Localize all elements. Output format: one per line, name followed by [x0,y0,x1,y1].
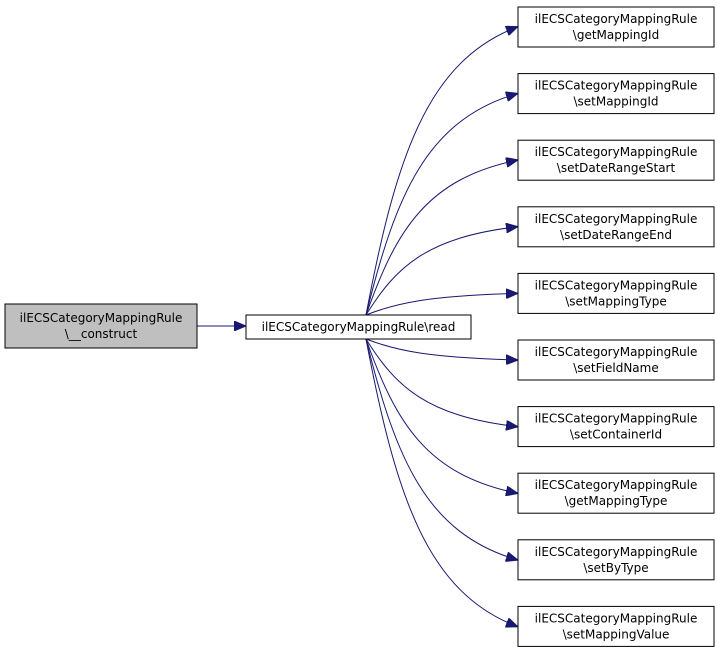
edge-read-to-setContainerId [365,338,517,427]
node-label-line: \setContainerId [570,428,662,442]
edge-read-to-setFieldName [365,338,517,360]
node-label-line: ilECSCategoryMappingRule [535,79,698,93]
node-label-line: \__construct [65,327,138,341]
node-setMappingType[interactable]: ilECSCategoryMappingRule \setMappingType [517,272,715,314]
node-label-line: ilECSCategoryMappingRule [535,12,698,26]
node-box [517,272,715,314]
node-label-line: \setMappingId [573,95,658,109]
node-setFieldName[interactable]: ilECSCategoryMappingRule \setFieldName [517,339,715,381]
node-setMappingId[interactable]: ilECSCategoryMappingRule \setMappingId [517,73,715,115]
node-label-line: ilECSCategoryMappingRule [535,278,698,292]
node-getMappingType[interactable]: ilECSCategoryMappingRule \getMappingType [517,472,715,514]
edge-read-to-setMappingId [365,94,517,316]
node-box [517,6,715,48]
node-label-line: ilECSCategoryMappingRule [535,478,698,492]
edge-read-to-getMappingId [365,27,517,316]
node-box [517,605,715,647]
node-label-line: ilECSCategoryMappingRule [535,611,698,625]
node-setByType[interactable]: ilECSCategoryMappingRule \setByType [517,539,715,581]
node-box [517,472,715,514]
node-box [245,314,472,340]
node-label-line: \setMappingValue [563,627,670,641]
node-label-line: ilECSCategoryMappingRule [535,145,698,159]
node-label-line: \getMappingId [573,28,659,42]
node-label-line: ilECSCategoryMappingRule [535,345,698,359]
node-box [517,539,715,581]
edge-read-to-getMappingType [365,338,517,493]
node-label-line: ilECSCategoryMappingRule [535,412,698,426]
node-box [4,303,198,349]
node-box [517,339,715,381]
edge-read-to-setDateRangeStart [365,160,517,316]
edge-read-to-setDateRangeEnd [365,227,517,316]
node-label-line: \getMappingType [565,494,668,508]
node-construct[interactable]: ilECSCategoryMappingRule \__construct [4,303,198,349]
edges-layer [197,27,517,626]
node-setDateRangeStart[interactable]: ilECSCategoryMappingRule \setDateRangeSta… [517,139,715,181]
node-label-line: ilECSCategoryMappingRule\read [262,320,456,334]
node-getMappingId[interactable]: ilECSCategoryMappingRule \getMappingId [517,6,715,48]
edge-read-to-setMappingType [365,293,517,316]
node-box [517,206,715,248]
node-label-line: \setDateRangeStart [557,161,676,175]
node-box [517,73,715,115]
node-label-line: \setDateRangeEnd [560,228,672,242]
node-box [517,139,715,181]
node-read[interactable]: ilECSCategoryMappingRule\read [245,314,472,340]
node-label-line: ilECSCategoryMappingRule [535,212,698,226]
edge-read-to-setByType [365,338,517,560]
node-label-line: ilECSCategoryMappingRule [20,311,183,325]
edge-read-to-setMappingValue [365,338,517,626]
node-label-line: \setByType [583,561,648,575]
node-setContainerId[interactable]: ilECSCategoryMappingRule \setContainerId [517,406,715,448]
node-box [517,406,715,448]
node-setDateRangeEnd[interactable]: ilECSCategoryMappingRule \setDateRangeEnd [517,206,715,248]
node-setMappingValue[interactable]: ilECSCategoryMappingRule \setMappingValue [517,605,715,647]
node-label-line: \setFieldName [573,361,658,375]
node-label-line: ilECSCategoryMappingRule [535,545,698,559]
node-label-line: \setMappingType [565,294,666,308]
